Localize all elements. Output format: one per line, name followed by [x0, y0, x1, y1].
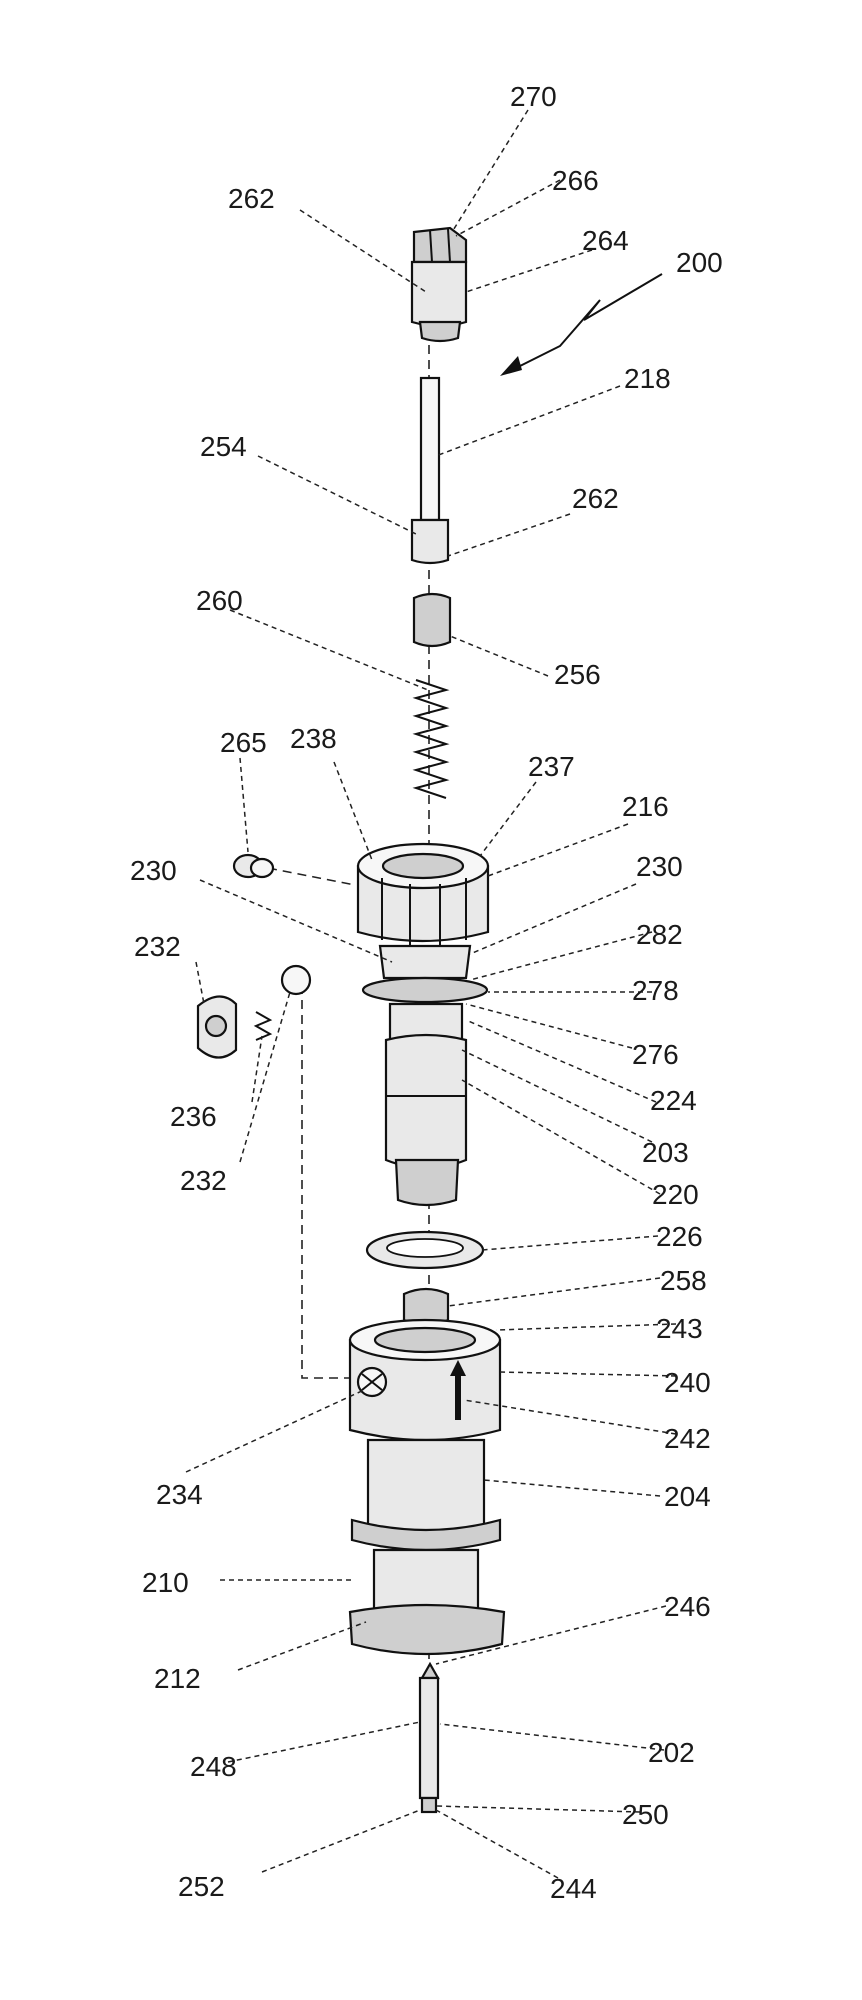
label-234: 234: [156, 1479, 203, 1510]
label-266: 266: [552, 165, 599, 196]
label-282: 282: [636, 919, 683, 950]
label-250: 250: [622, 1799, 669, 1830]
label-220: 220: [652, 1179, 699, 1210]
label-248: 248: [190, 1751, 237, 1782]
label-224: 224: [650, 1085, 697, 1116]
check-valve-parts: [198, 966, 310, 1058]
label-244: 244: [550, 1873, 597, 1904]
label-254: 254: [200, 431, 247, 462]
label-240: 240: [664, 1367, 711, 1398]
stem-part: [412, 378, 448, 563]
label-237: 237: [528, 751, 575, 782]
label-246: 246: [664, 1591, 711, 1622]
insert-part: [234, 855, 273, 877]
label-232-bottom: 232: [180, 1165, 227, 1196]
label-265: 265: [220, 727, 267, 758]
o-ring-seal-part: [367, 1232, 483, 1268]
sleeve-part: [414, 594, 450, 646]
label-242: 242: [664, 1423, 711, 1454]
label-258: 258: [660, 1265, 707, 1296]
label-262-top: 262: [228, 183, 275, 214]
top-cap-part: [412, 228, 466, 341]
label-230-left: 230: [130, 855, 177, 886]
label-210: 210: [142, 1567, 189, 1598]
label-278: 278: [632, 975, 679, 1006]
label-262-mid: 262: [572, 483, 619, 514]
spring-part: [416, 680, 446, 798]
label-232-top: 232: [134, 931, 181, 962]
label-216: 216: [622, 791, 669, 822]
label-230-right: 230: [636, 851, 683, 882]
needle-part: [420, 1664, 438, 1812]
label-226: 226: [656, 1221, 703, 1252]
label-270: 270: [510, 81, 557, 112]
label-202: 202: [648, 1737, 695, 1768]
label-243: 243: [656, 1313, 703, 1344]
label-276: 276: [632, 1039, 679, 1070]
label-256: 256: [554, 659, 601, 690]
label-203: 203: [642, 1137, 689, 1168]
label-204: 204: [664, 1481, 711, 1512]
label-212: 212: [154, 1663, 201, 1694]
upper-valve-body-part: [363, 946, 487, 1205]
label-236: 236: [170, 1101, 217, 1132]
knurled-nut-part: [358, 844, 488, 946]
label-264: 264: [582, 225, 629, 256]
label-200: 200: [676, 247, 723, 278]
label-218: 218: [624, 363, 671, 394]
label-252: 252: [178, 1871, 225, 1902]
label-238: 238: [290, 723, 337, 754]
housing-part: [350, 1320, 504, 1654]
label-260: 260: [196, 585, 243, 616]
